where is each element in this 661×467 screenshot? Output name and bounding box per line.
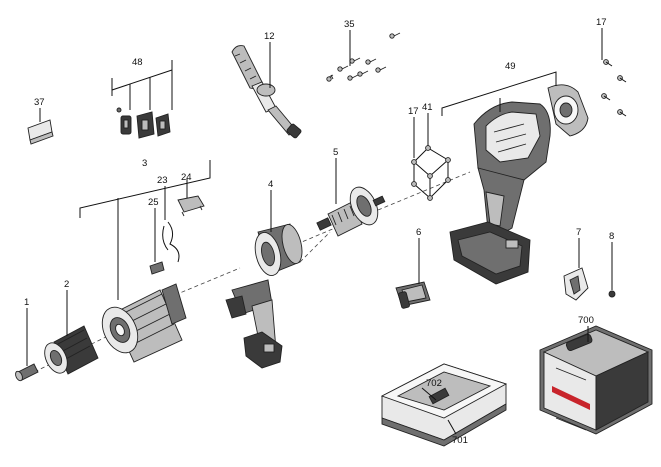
part-49-end-cap	[547, 84, 589, 137]
callout-25: 25	[148, 197, 159, 208]
part-7-bit-holder	[563, 267, 589, 301]
callout-4: 4	[268, 179, 273, 190]
callout-48: 48	[132, 57, 143, 68]
callout-labels: 1 2 3 4 5 6 7 8 12 17 17 23 24 25 35 37 …	[24, 17, 614, 446]
part-3-gearbox	[101, 283, 187, 363]
part-2-chuck	[44, 325, 99, 375]
callout-8: 8	[609, 231, 614, 242]
callout-2: 2	[64, 279, 69, 290]
callout-700: 700	[578, 315, 594, 326]
part-17-screws-right	[601, 59, 627, 117]
callout-6: 6	[416, 227, 421, 238]
callout-12: 12	[264, 31, 275, 42]
callout-701: 701	[452, 435, 468, 446]
callout-37: 37	[34, 97, 45, 108]
callout-17-left: 17	[408, 106, 419, 117]
part-35-screws	[326, 32, 401, 82]
part-24-clip	[177, 195, 205, 217]
callout-3: 3	[142, 158, 147, 169]
part-5-armature	[316, 186, 386, 237]
part-1-chuck-screw	[15, 363, 39, 382]
callout-49: 49	[505, 61, 516, 72]
callout-35: 35	[344, 19, 355, 30]
callout-24: 24	[181, 172, 192, 183]
callout-17-right: 17	[596, 17, 607, 28]
callout-5: 5	[333, 147, 338, 158]
callout-702: 702	[426, 378, 442, 389]
part-trigger-assembly	[225, 279, 283, 369]
part-6-belt-clip	[395, 281, 431, 309]
part-23-spring	[162, 221, 180, 263]
callout-41: 41	[422, 102, 433, 113]
part-25-contact	[149, 261, 165, 275]
part-41-screw-cage	[411, 145, 451, 201]
part-37-label-strip	[27, 119, 54, 145]
part-49-housing	[449, 101, 551, 285]
assembly-axis-line	[21, 171, 471, 379]
motor-axis-dash	[299, 231, 331, 263]
part-8-screw	[608, 290, 616, 298]
callout-23: 23	[157, 175, 168, 186]
callout-7: 7	[576, 227, 581, 238]
part-12-side-handle	[231, 45, 302, 139]
leader-lines	[26, 28, 613, 435]
part-701-case	[380, 363, 508, 447]
part-48-switch-assembly	[116, 107, 171, 139]
callout-1: 1	[24, 297, 29, 308]
part-4-stator	[254, 223, 303, 276]
part-700-carry-case	[539, 325, 653, 435]
